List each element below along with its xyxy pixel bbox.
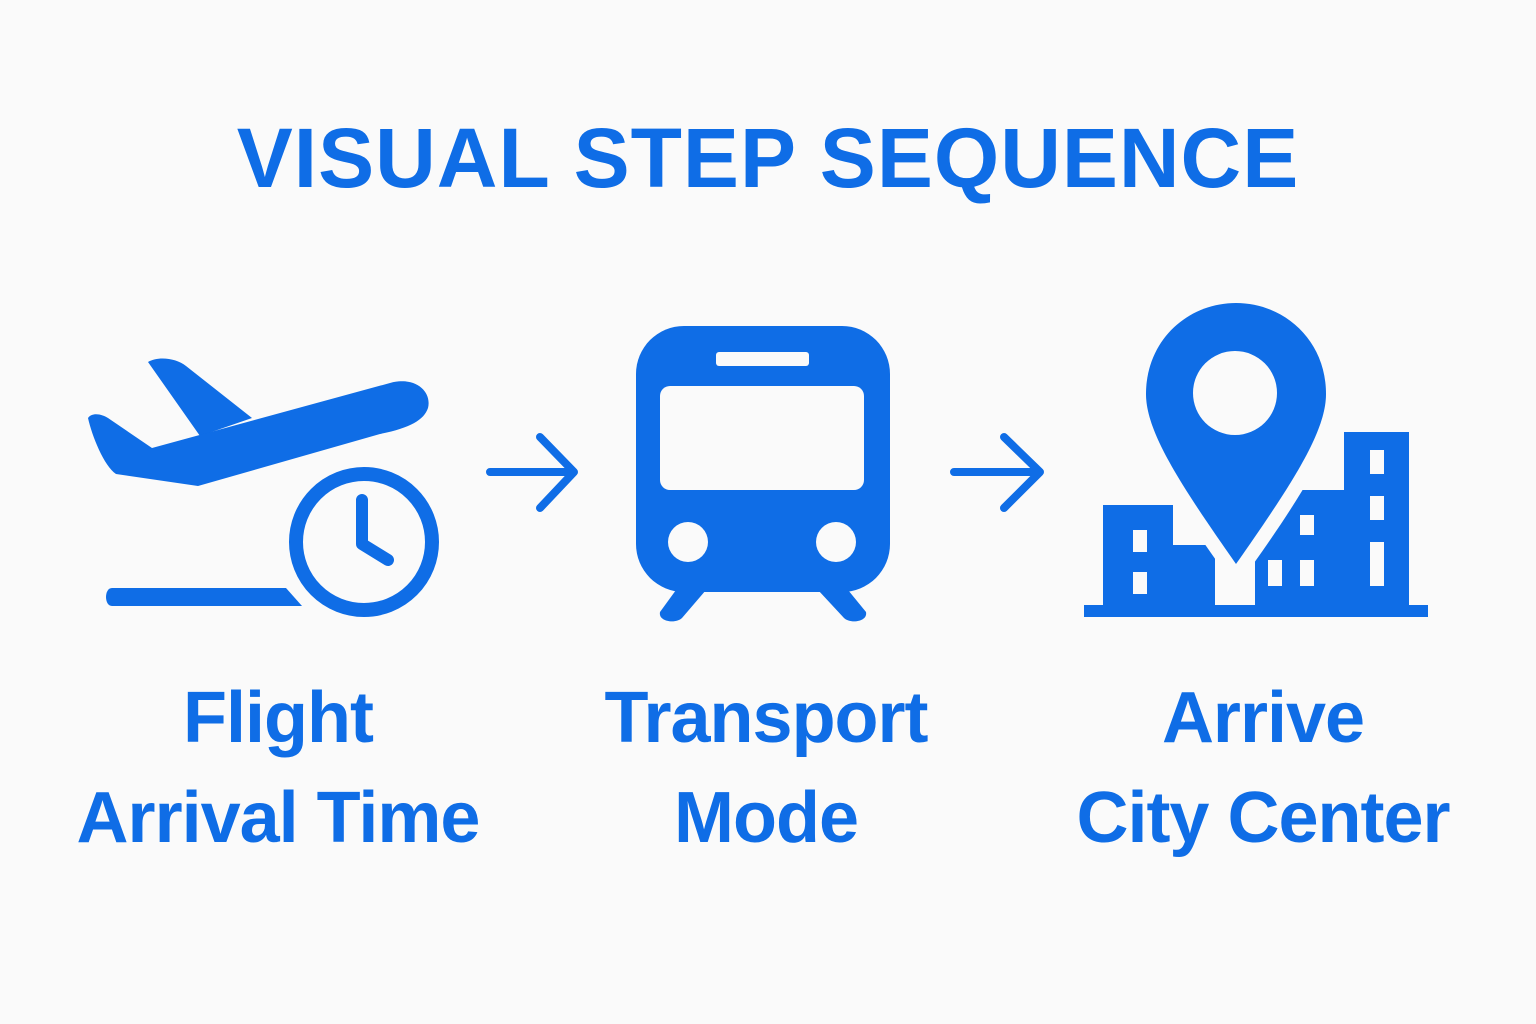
step-label-line: City Center xyxy=(1076,778,1450,858)
step-label-flight: Flight Arrival Time xyxy=(18,668,538,868)
train-icon xyxy=(636,326,890,622)
step-label-transport: Transport Mode xyxy=(506,668,1026,868)
diagram-title: VISUAL STEP SEQUENCE xyxy=(236,111,1300,205)
step-label-line: Transport xyxy=(604,678,928,758)
airplane-clock-icon xyxy=(88,358,439,617)
step-label-line: Flight xyxy=(183,678,374,758)
step-label-line: Mode xyxy=(674,778,859,858)
arrow-right-icon xyxy=(950,433,1044,512)
arrow-right-icon xyxy=(486,433,578,512)
location-city-icon xyxy=(1084,298,1428,617)
step-label-line: Arrival Time xyxy=(76,778,481,858)
step-label-line: Arrive xyxy=(1161,678,1365,758)
step-label-arrive: Arrive City Center xyxy=(1003,668,1523,868)
